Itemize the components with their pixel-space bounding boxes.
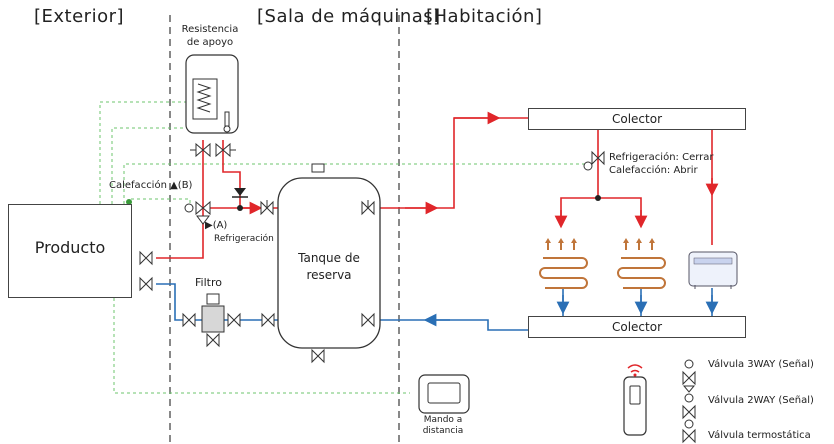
room-two-way-valve xyxy=(583,150,605,171)
valve-state-cooling: Refrigeración: Cerrar xyxy=(609,152,714,163)
legend-thermo-label: Válvula termostática xyxy=(708,430,811,441)
cooling-a-label: Refrigeración xyxy=(214,234,274,244)
cooling-a-mark: ▶(A) xyxy=(205,220,228,231)
zone-exterior-title: [Exterior] xyxy=(34,6,125,27)
valve-state-heating: Calefacción: Abrir xyxy=(609,165,698,176)
zone-room-title: [Habitación] xyxy=(426,6,543,27)
floor-coil-right xyxy=(617,242,666,289)
legend-3way-valve-icon xyxy=(682,359,696,393)
tank-inlet-valve xyxy=(260,200,274,216)
collector-bottom-label: Colector xyxy=(611,320,662,334)
filter-label: Filtro xyxy=(195,276,222,289)
legend-2way-label: Válvula 2WAY (Señal) xyxy=(708,395,814,406)
three-way-valve xyxy=(184,200,211,225)
heater-valve-left xyxy=(190,142,211,158)
check-valve xyxy=(232,188,248,198)
product-label: Producto xyxy=(34,238,106,257)
collector-top xyxy=(528,108,746,130)
filter-assembly xyxy=(182,293,275,348)
legend-3way-label: Válvula 3WAY (Señal) xyxy=(708,359,814,370)
tank-drain-valve xyxy=(311,348,325,364)
legend-thermo-valve-icon xyxy=(682,419,696,444)
heating-b-label: Calefacción ▲(B) xyxy=(109,180,193,191)
supply-junction-2 xyxy=(237,205,243,211)
zone-machine-room-title: [Sala de máquinas] xyxy=(257,6,441,27)
tank-outlet-valve xyxy=(361,200,375,216)
product-return-valve xyxy=(139,276,153,292)
collector-bottom xyxy=(528,316,746,338)
buffer-tank xyxy=(277,163,381,349)
signal-junction xyxy=(126,199,132,205)
product-unit xyxy=(8,204,132,298)
legend-2way-valve-icon xyxy=(682,393,696,420)
tank-return-valve xyxy=(361,312,375,328)
product-supply-valve xyxy=(139,250,153,266)
supply-junction-1 xyxy=(595,195,601,201)
tank-label: Tanque de reserva xyxy=(298,251,360,282)
collector-top-label: Colector xyxy=(611,112,662,126)
remote-label: Mando a distancia xyxy=(422,415,464,436)
remote-controller xyxy=(418,374,470,414)
fan-coil-unit xyxy=(688,251,738,289)
wifi-remote-icon xyxy=(623,364,647,436)
coil-heat-arrows xyxy=(545,238,655,243)
heater-valve-right xyxy=(215,142,236,158)
backup-heater-label: Resistencia de apoyo xyxy=(181,24,239,48)
backup-heater xyxy=(185,54,239,134)
floor-coil-left xyxy=(539,242,588,289)
